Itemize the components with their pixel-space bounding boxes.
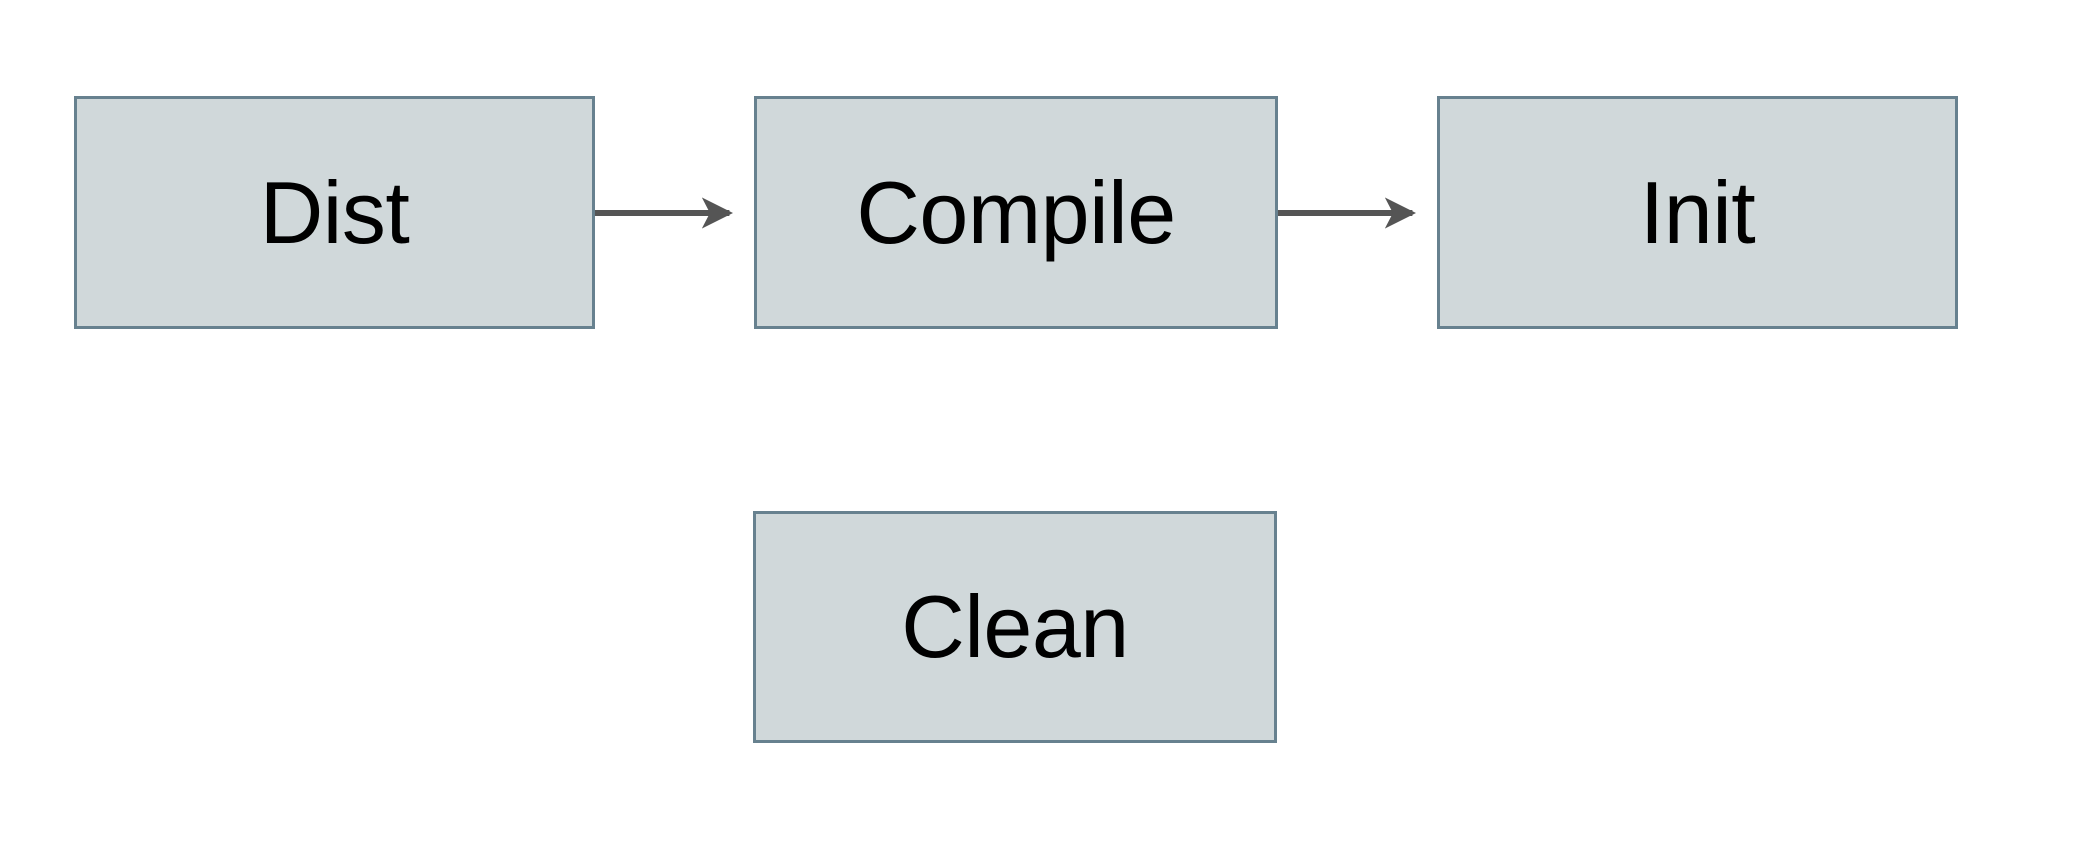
node-compile[interactable]: Compile	[754, 96, 1278, 329]
node-clean-label: Clean	[901, 577, 1129, 676]
node-init[interactable]: Init	[1437, 96, 1958, 329]
node-dist[interactable]: Dist	[74, 96, 595, 329]
node-compile-label: Compile	[856, 162, 1176, 262]
node-dist-label: Dist	[259, 162, 410, 262]
node-init-label: Init	[1639, 162, 1756, 262]
node-clean[interactable]: Clean	[753, 511, 1277, 743]
